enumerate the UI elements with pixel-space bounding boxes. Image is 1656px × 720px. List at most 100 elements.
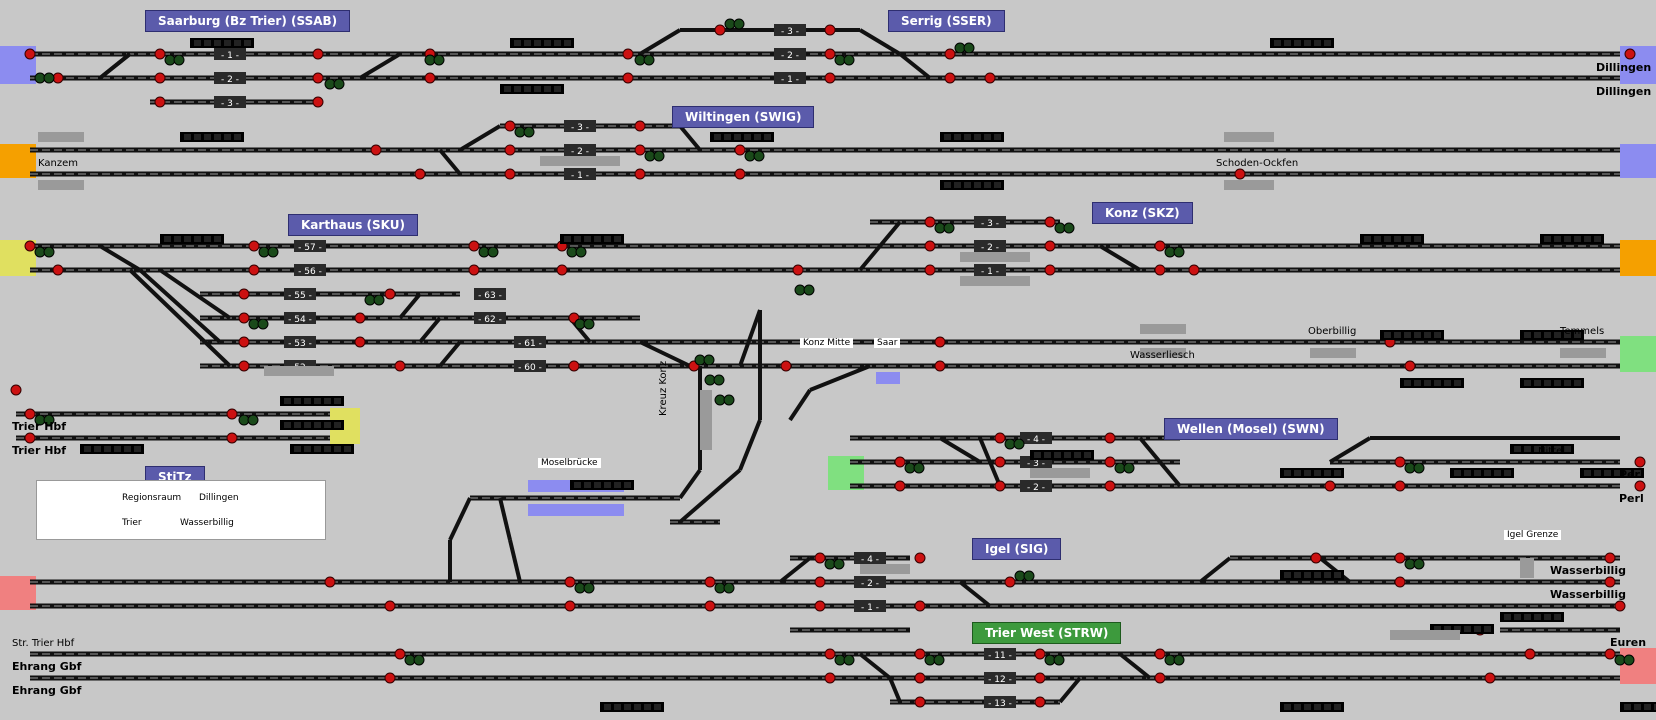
signal-green-light[interactable] — [933, 654, 945, 666]
signal-light[interactable] — [924, 264, 936, 276]
train-number-display[interactable] — [290, 444, 354, 454]
signal-light[interactable] — [622, 48, 634, 60]
signal-light[interactable] — [1154, 240, 1166, 252]
signal-green-light[interactable] — [523, 126, 535, 138]
signal-light[interactable] — [24, 48, 36, 60]
signal-light[interactable] — [504, 168, 516, 180]
signal-light[interactable] — [1044, 264, 1056, 276]
signal-green-light[interactable] — [267, 246, 279, 258]
signal-light[interactable] — [354, 336, 366, 348]
signal-light[interactable] — [312, 72, 324, 84]
signal-light[interactable] — [468, 264, 480, 276]
signal-green-light[interactable] — [843, 654, 855, 666]
signal-light[interactable] — [1154, 672, 1166, 684]
signal-green-light[interactable] — [575, 246, 587, 258]
signal-light[interactable] — [934, 336, 946, 348]
signal-green-light[interactable] — [843, 54, 855, 66]
signal-light[interactable] — [634, 120, 646, 132]
signal-light[interactable] — [154, 48, 166, 60]
signal-light[interactable] — [24, 240, 36, 252]
signal-green-light[interactable] — [1173, 654, 1185, 666]
signal-light[interactable] — [1614, 600, 1626, 612]
train-number-display[interactable] — [1280, 702, 1344, 712]
signal-light[interactable] — [312, 96, 324, 108]
signal-light[interactable] — [824, 72, 836, 84]
signal-light[interactable] — [238, 312, 250, 324]
signal-light[interactable] — [354, 312, 366, 324]
signal-light[interactable] — [24, 408, 36, 420]
signal-green-light[interactable] — [703, 354, 715, 366]
train-number-display[interactable] — [1500, 612, 1564, 622]
signal-light[interactable] — [10, 384, 22, 396]
signal-green-light[interactable] — [943, 222, 955, 234]
signal-light[interactable] — [226, 432, 238, 444]
station-konz[interactable]: Konz (SKZ) — [1092, 202, 1193, 224]
signal-light[interactable] — [1104, 480, 1116, 492]
signal-green-light[interactable] — [713, 374, 725, 386]
train-number-display[interactable] — [1520, 378, 1584, 388]
signal-light[interactable] — [1404, 360, 1416, 372]
signal-light[interactable] — [994, 456, 1006, 468]
train-number-display[interactable] — [1400, 378, 1464, 388]
signal-light[interactable] — [504, 144, 516, 156]
signal-light[interactable] — [154, 96, 166, 108]
train-number-display[interactable] — [710, 132, 774, 142]
signal-light[interactable] — [1034, 696, 1046, 708]
station-igel[interactable]: Igel (SIG) — [972, 538, 1062, 560]
signal-green-light[interactable] — [173, 54, 185, 66]
signal-light[interactable] — [1310, 552, 1322, 564]
signal-green-light[interactable] — [1053, 654, 1065, 666]
signal-light[interactable] — [312, 48, 324, 60]
train-number-display[interactable] — [180, 132, 244, 142]
train-number-display[interactable] — [1430, 624, 1494, 634]
signal-light[interactable] — [414, 168, 426, 180]
train-number-display[interactable] — [600, 702, 664, 712]
train-number-display[interactable] — [1280, 570, 1344, 580]
station-karthaus[interactable]: Karthaus (SKU) — [288, 214, 418, 236]
signal-light[interactable] — [1604, 552, 1616, 564]
signal-light[interactable] — [1394, 456, 1406, 468]
train-number-display[interactable] — [1360, 234, 1424, 244]
signal-light[interactable] — [1634, 456, 1646, 468]
signal-light[interactable] — [468, 240, 480, 252]
signal-light[interactable] — [1154, 264, 1166, 276]
train-number-display[interactable] — [940, 132, 1004, 142]
signal-light[interactable] — [394, 648, 406, 660]
signal-green-light[interactable] — [643, 54, 655, 66]
signal-light[interactable] — [1484, 672, 1496, 684]
station-trier-west[interactable]: Trier West (STRW) — [972, 622, 1122, 644]
train-number-display[interactable] — [500, 84, 564, 94]
signal-green-light[interactable] — [43, 72, 55, 84]
signal-green-light[interactable] — [723, 582, 735, 594]
signal-green-light[interactable] — [583, 582, 595, 594]
signal-light[interactable] — [238, 288, 250, 300]
signal-green-light[interactable] — [373, 294, 385, 306]
train-number-display[interactable] — [560, 234, 624, 244]
signal-light[interactable] — [914, 552, 926, 564]
signal-light[interactable] — [1034, 672, 1046, 684]
train-number-display[interactable] — [1510, 444, 1574, 454]
signal-light[interactable] — [634, 144, 646, 156]
signal-light[interactable] — [894, 456, 906, 468]
signal-green-light[interactable] — [833, 558, 845, 570]
train-number-display[interactable] — [570, 480, 634, 490]
signal-light[interactable] — [424, 72, 436, 84]
signal-green-light[interactable] — [1413, 558, 1425, 570]
signal-light[interactable] — [226, 408, 238, 420]
signal-light[interactable] — [704, 576, 716, 588]
signal-green-light[interactable] — [913, 462, 925, 474]
signal-light[interactable] — [944, 48, 956, 60]
signal-light[interactable] — [384, 288, 396, 300]
signal-light[interactable] — [394, 360, 406, 372]
signal-light[interactable] — [824, 24, 836, 36]
station-wiltingen[interactable]: Wiltingen (SWIG) — [672, 106, 815, 128]
signal-green-light[interactable] — [1123, 462, 1135, 474]
signal-light[interactable] — [1394, 576, 1406, 588]
signal-light[interactable] — [1154, 648, 1166, 660]
signal-light[interactable] — [1524, 648, 1536, 660]
signal-light[interactable] — [1394, 552, 1406, 564]
signal-green-light[interactable] — [1623, 654, 1635, 666]
signal-light[interactable] — [1004, 576, 1016, 588]
signal-light[interactable] — [504, 120, 516, 132]
signal-light[interactable] — [1394, 480, 1406, 492]
